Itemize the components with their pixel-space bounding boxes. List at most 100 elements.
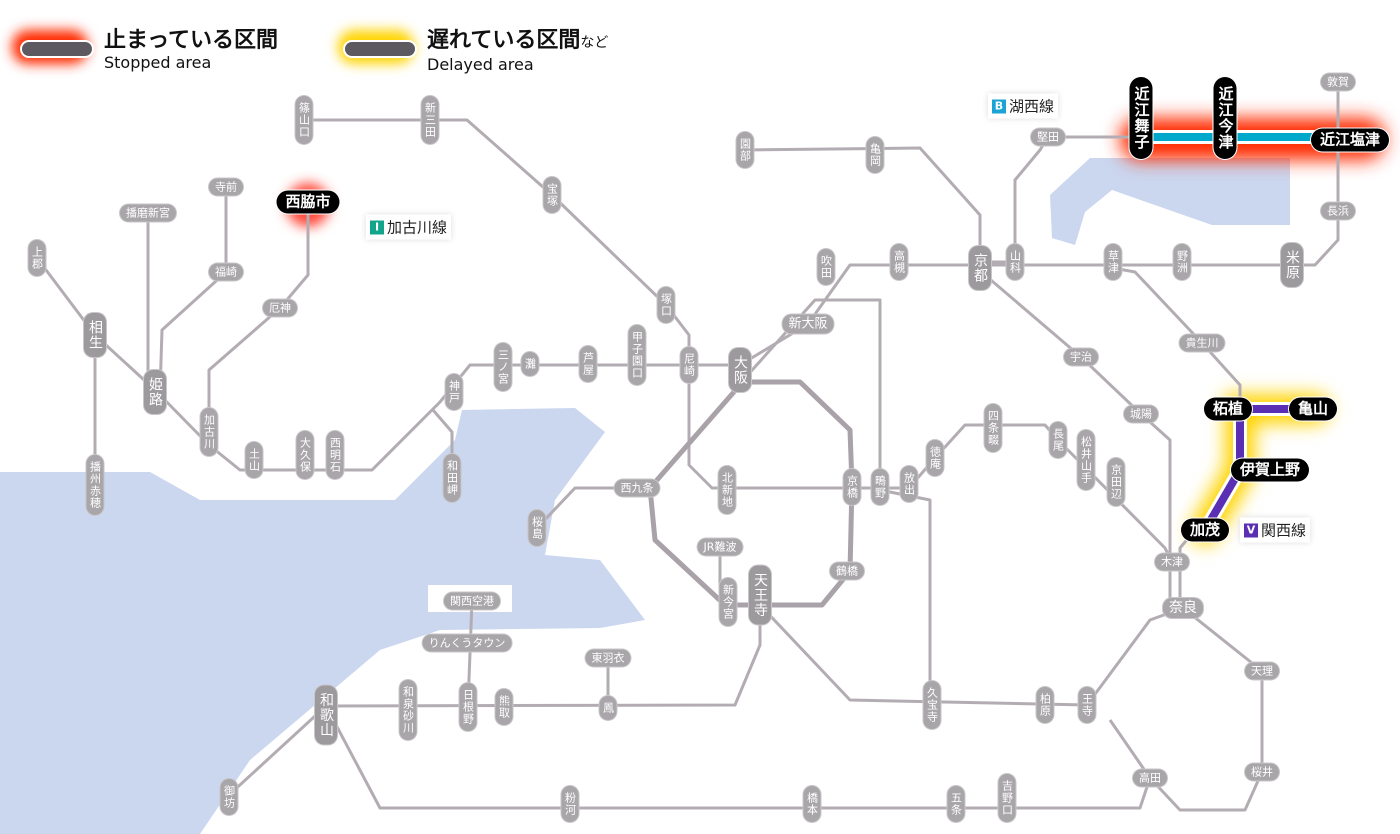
station-kansaiairport[interactable]: 関西空港 xyxy=(444,592,500,610)
station-rinkutown[interactable]: りんくうタウン xyxy=(422,634,512,652)
station-yakujin[interactable]: 厄神 xyxy=(263,299,297,317)
station-teramae[interactable]: 寺前 xyxy=(209,178,243,196)
station-kashiwara[interactable]: 柏原 xyxy=(1036,687,1054,723)
station-takada[interactable]: 高田 xyxy=(1133,769,1167,787)
lake-biwa xyxy=(1050,158,1290,245)
station-tokuan[interactable]: 徳庵 xyxy=(926,440,944,476)
station-shinosaka[interactable]: 新大阪 xyxy=(782,314,834,334)
station-katata[interactable]: 堅田 xyxy=(1031,128,1065,146)
station-kokawa[interactable]: 粉河 xyxy=(561,786,579,822)
station-sakurai[interactable]: 桜井 xyxy=(1245,763,1279,781)
station-sannomiya[interactable]: 三ノ宮 xyxy=(494,343,512,391)
station-himeji[interactable]: 姫路 xyxy=(144,370,166,414)
station-kameyama[interactable]: 亀山 xyxy=(1288,397,1338,421)
station-ashiya[interactable]: 芦屋 xyxy=(579,346,597,382)
line-fukuchiyama xyxy=(304,118,909,490)
legend-delayed: 遅れている区間など Delayed area xyxy=(345,28,608,74)
station-takarazuka[interactable]: 宝塚 xyxy=(543,177,561,213)
station-igaueno[interactable]: 伊賀上野 xyxy=(1230,458,1310,482)
station-nishiwakishi[interactable]: 西脇市 xyxy=(276,190,340,214)
station-oji[interactable]: 王寺 xyxy=(1078,687,1096,723)
station-wadamisaki[interactable]: 和田岬 xyxy=(443,454,461,502)
station-suita[interactable]: 吹田 xyxy=(817,249,835,285)
station-okubo[interactable]: 大久保 xyxy=(296,431,314,479)
station-otori[interactable]: 鳳 xyxy=(599,696,617,720)
legend-stopped: 止まっている区間 Stopped area xyxy=(22,28,278,72)
station-sonobe[interactable]: 園部 xyxy=(736,132,754,168)
station-maibara[interactable]: 米原 xyxy=(1281,243,1303,287)
station-kyobashi[interactable]: 京橋 xyxy=(843,469,861,505)
station-hineno[interactable]: 日根野 xyxy=(459,683,477,731)
station-nagahama[interactable]: 長浜 xyxy=(1321,202,1355,220)
station-kizu[interactable]: 木津 xyxy=(1155,553,1189,571)
coast-left xyxy=(0,770,30,834)
station-kitashinchi[interactable]: 北新地 xyxy=(718,466,736,514)
station-nara[interactable]: 奈良 xyxy=(1163,598,1203,618)
station-shinimamiya[interactable]: 新今宮 xyxy=(719,578,737,626)
station-omimaiko[interactable]: 近江舞子 xyxy=(1129,77,1153,159)
station-kamigori[interactable]: 上郡 xyxy=(28,240,46,276)
station-tsukaguchi[interactable]: 塚口 xyxy=(657,287,675,323)
station-tsuruhashi[interactable]: 鶴橋 xyxy=(830,562,864,580)
station-shijonawate[interactable]: 四条畷 xyxy=(984,404,1002,452)
station-kameoka[interactable]: 亀岡 xyxy=(866,137,884,173)
station-kumatori[interactable]: 熊取 xyxy=(495,689,513,725)
station-tennoji[interactable]: 天王寺 xyxy=(749,565,771,625)
station-hashimoto[interactable]: 橋本 xyxy=(803,786,821,822)
station-izumisunagawa[interactable]: 和泉砂川 xyxy=(399,680,417,740)
station-aioi[interactable]: 相生 xyxy=(84,313,106,357)
station-kamo[interactable]: 加茂 xyxy=(1180,518,1230,542)
station-gobo[interactable]: 御坊 xyxy=(220,779,238,815)
station-yamashina[interactable]: 山科 xyxy=(1006,244,1024,280)
station-osaka[interactable]: 大阪 xyxy=(729,348,751,392)
station-kobe[interactable]: 神戸 xyxy=(445,374,463,410)
station-nishikujo[interactable]: 西九条 xyxy=(614,479,660,497)
station-shinsanda[interactable]: 新三田 xyxy=(421,96,439,144)
legend-delayed-suffix: など xyxy=(580,35,609,51)
station-omishiotsu[interactable]: 近江塩津 xyxy=(1310,128,1390,152)
legend-delayed-jp: 遅れている区間など xyxy=(427,28,608,56)
station-yasu[interactable]: 野洲 xyxy=(1173,244,1191,280)
station-nagao[interactable]: 長尾 xyxy=(1049,422,1067,458)
line-code-badge: B xyxy=(992,99,1006,113)
station-joyo[interactable]: 城陽 xyxy=(1124,405,1158,423)
station-kakogawa[interactable]: 加古川 xyxy=(200,408,218,456)
water-areas xyxy=(0,158,1290,834)
station-tsuge[interactable]: 柘植 xyxy=(1203,397,1253,421)
station-kyotanabe[interactable]: 京田辺 xyxy=(1107,458,1125,506)
station-tsuruga[interactable]: 敦賀 xyxy=(1321,73,1355,91)
station-tenri[interactable]: 天理 xyxy=(1245,662,1279,680)
line-bantan xyxy=(158,187,228,393)
station-jrnamba[interactable]: JR難波 xyxy=(697,538,743,556)
station-shigino[interactable]: 鴫野 xyxy=(871,469,889,505)
station-koshienguchi[interactable]: 甲子園口 xyxy=(628,325,646,385)
station-fukusaki[interactable]: 福崎 xyxy=(209,263,243,281)
station-kyuhoji[interactable]: 久宝寺 xyxy=(923,681,941,729)
station-kibukawa[interactable]: 貴生川 xyxy=(1179,334,1225,352)
station-takatsuki[interactable]: 高槻 xyxy=(890,244,908,280)
station-amagasaki[interactable]: 尼崎 xyxy=(680,347,698,383)
station-omiimazu[interactable]: 近江今津 xyxy=(1213,77,1237,159)
station-higashihagoromo[interactable]: 東羽衣 xyxy=(585,649,631,667)
station-kusatsu[interactable]: 草津 xyxy=(1104,244,1122,280)
station-sakurajima[interactable]: 桜島 xyxy=(528,510,546,546)
station-yoshinoguchi[interactable]: 吉野口 xyxy=(998,774,1016,822)
station-gojo[interactable]: 五条 xyxy=(947,786,965,822)
line-name: 湖西線 xyxy=(1009,97,1055,116)
station-sasayamaguchi[interactable]: 篠山口 xyxy=(295,96,313,144)
line-osaka-loop xyxy=(647,379,855,608)
station-banshuako[interactable]: 播州赤穂 xyxy=(86,455,104,515)
station-uji[interactable]: 宇治 xyxy=(1064,348,1098,366)
station-tsuchiyama[interactable]: 土山 xyxy=(245,442,263,478)
station-matsuiyamate[interactable]: 松井山手 xyxy=(1077,430,1095,490)
station-nada[interactable]: 灘 xyxy=(521,352,539,376)
station-harimashingu[interactable]: 播磨新宮 xyxy=(120,204,176,222)
station-nishiakashi[interactable]: 西明石 xyxy=(326,431,344,479)
station-wakayama[interactable]: 和歌山 xyxy=(315,685,337,745)
station-hanaten[interactable]: 放出 xyxy=(900,466,918,502)
station-kyoto[interactable]: 京都 xyxy=(969,246,991,290)
